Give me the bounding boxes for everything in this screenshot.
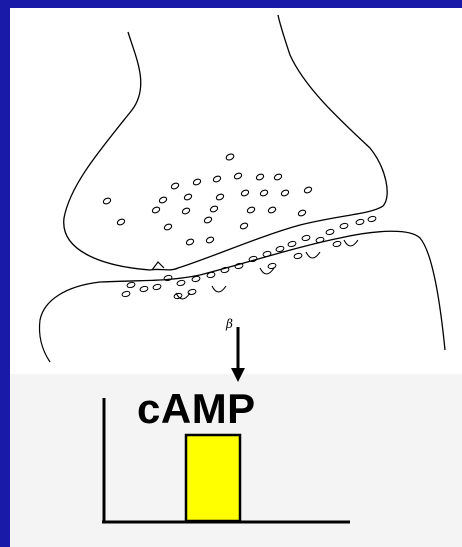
camp-bar <box>186 435 240 521</box>
cleft-vesicles <box>121 216 376 300</box>
beta-label: β <box>226 318 233 330</box>
camp-label: cAMP <box>137 388 256 430</box>
release-site <box>152 262 164 270</box>
synaptic-vesicles <box>102 153 312 246</box>
arrow-head <box>231 368 245 382</box>
receptor-cups <box>176 240 358 299</box>
presynaptic-terminal-outline <box>64 15 387 270</box>
postsynaptic-membrane-outline <box>40 231 445 350</box>
postsynaptic-lower-edge <box>39 320 50 362</box>
